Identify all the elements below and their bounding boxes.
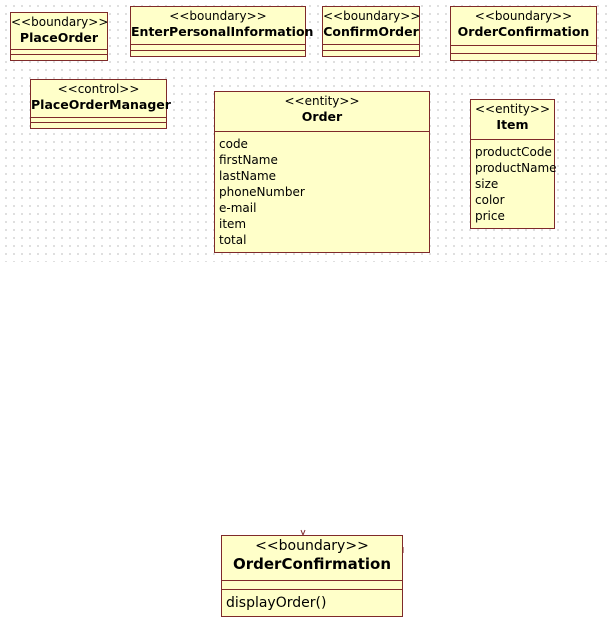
class-order[interactable]: <<entity>> Order code firstName lastName…: [214, 91, 430, 253]
class-name: PlaceOrder: [19, 30, 99, 45]
attribute-last-name: lastName: [219, 169, 277, 183]
class-name: EnterPersonalInformation: [131, 24, 314, 39]
class-item[interactable]: <<entity>> Item productCode productName …: [470, 99, 557, 229]
attribute-compartment: [11, 49, 107, 54]
attribute-code: code: [219, 137, 248, 151]
class-name: OrderConfirmation: [232, 555, 391, 573]
class-stereotype: <<boundary>>: [11, 15, 109, 29]
operation-compartment: displayOrder(): [222, 589, 402, 614]
class-order-confirmation-detail[interactable]: <<boundary>> OrderConfirmation displayOr…: [221, 535, 403, 617]
class-place-order-manager[interactable]: <<control>> PlaceOrderManager: [30, 79, 171, 129]
class-stereotype: <<control>>: [57, 82, 140, 96]
attribute-phone-number: phoneNumber: [219, 185, 305, 199]
attribute-compartment: [451, 45, 596, 53]
attribute-e-mail: e-mail: [219, 201, 257, 215]
attribute-size: size: [475, 177, 499, 191]
class-stereotype: <<boundary>>: [323, 9, 421, 23]
operation-compartment: [31, 122, 166, 123]
operation-compartment: [131, 50, 305, 51]
operation-compartment: [451, 53, 596, 54]
operation-display-order: displayOrder(): [226, 595, 327, 611]
operation-compartment: [323, 50, 419, 51]
operation-compartment: [11, 54, 107, 55]
class-stereotype: <<entity>>: [474, 102, 551, 116]
class-stereotype: <<boundary>>: [474, 9, 573, 23]
class-stereotype: <<entity>>: [284, 94, 360, 108]
attribute-item: item: [219, 217, 247, 231]
attribute-compartment: productCode productName size color price: [471, 139, 557, 228]
class-name: OrderConfirmation: [457, 24, 590, 39]
class-stereotype: <<boundary>>: [255, 538, 369, 554]
class-name: PlaceOrderManager: [31, 97, 171, 112]
attribute-color: color: [475, 193, 505, 207]
attribute-total: total: [219, 233, 247, 247]
attribute-compartment: [31, 117, 166, 122]
attribute-first-name: firstName: [219, 153, 278, 167]
class-order-confirmation[interactable]: <<boundary>> OrderConfirmation: [450, 6, 597, 61]
attribute-compartment: code firstName lastName phoneNumber e-ma…: [215, 131, 429, 252]
class-place-order[interactable]: <<boundary>> PlaceOrder: [10, 12, 108, 61]
attribute-compartment: [131, 44, 305, 50]
class-stereotype: <<boundary>>: [169, 9, 267, 23]
class-name: ConfirmOrder: [323, 24, 419, 39]
class-confirm-order[interactable]: <<boundary>> ConfirmOrder: [322, 6, 420, 57]
attribute-compartment: [222, 580, 402, 589]
class-enter-personal-information[interactable]: <<boundary>> EnterPersonalInformation: [130, 6, 314, 57]
attribute-product-code: productCode: [475, 145, 552, 159]
attribute-compartment: [323, 44, 419, 50]
attribute-price: price: [475, 209, 505, 223]
attribute-product-name: productName: [475, 161, 557, 175]
class-name: Order: [301, 109, 343, 124]
class-name: Item: [496, 117, 529, 132]
